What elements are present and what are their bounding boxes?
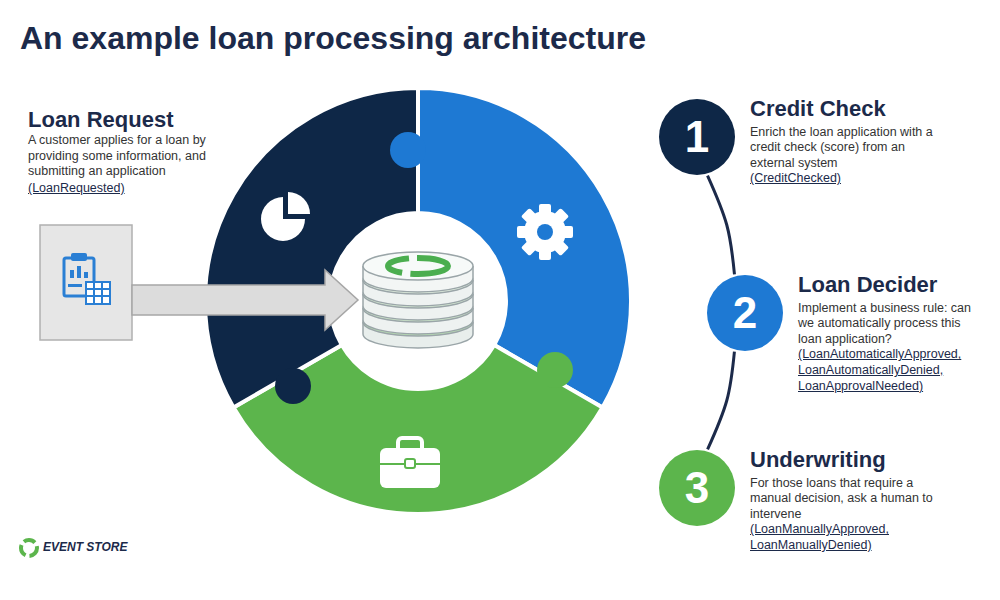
decider-segment: [418, 88, 631, 408]
event-name: (LoanAutomaticallyApproved, LoanAutomati…: [798, 347, 976, 394]
step-body: For those loans that require a manual de…: [750, 476, 935, 523]
step-circle: 3UnderwritingFor those loans that requir…: [659, 450, 735, 526]
step-body: Implement a business rule: can we automa…: [798, 301, 976, 348]
step-heading: Loan Decider: [798, 271, 976, 299]
step-caption: UnderwritingFor those loans that require…: [750, 446, 935, 554]
gear-icon: [517, 204, 573, 260]
step-number: 2: [733, 291, 757, 335]
logo-text: EVENT STORE: [43, 540, 163, 555]
step-number: 1: [685, 115, 709, 159]
event-name: (LoanManuallyApproved, LoanManuallyDenie…: [750, 522, 935, 553]
step-heading: Underwriting: [750, 446, 935, 474]
request-segment: [205, 88, 418, 408]
section-heading: Loan Request: [28, 106, 268, 134]
step-caption: Loan DeciderImplement a business rule: c…: [798, 271, 976, 394]
chart-icon: [261, 192, 310, 241]
event-name: (LoanRequested): [28, 181, 233, 197]
step-body: Enrich the loan application with a credi…: [750, 125, 950, 172]
event-name: (CreditChecked): [750, 171, 950, 187]
page-title: An example loan processing architecture: [20, 20, 646, 57]
step-caption: Credit CheckEnrich the loan application …: [750, 95, 950, 187]
step-circle: 2Loan DeciderImplement a business rule: …: [707, 275, 783, 351]
step-circle: 1Credit CheckEnrich the loan application…: [659, 99, 735, 175]
request-arrow: [132, 270, 358, 330]
briefcase-icon: [380, 438, 440, 488]
puzzle-tab: [390, 132, 426, 168]
flow-arc: [708, 352, 735, 450]
step-heading: Credit Check: [750, 95, 950, 123]
logo-mark: [21, 540, 37, 556]
section-body: A customer applies for a loan by providi…: [28, 133, 233, 180]
flow-arc: [708, 176, 735, 275]
form-box: [40, 225, 132, 340]
form-icon: [64, 253, 110, 304]
event-store-database: [363, 252, 473, 348]
underwriting-segment: [234, 345, 603, 514]
puzzle-tab: [275, 368, 311, 404]
puzzle-tab: [537, 352, 573, 388]
step-number: 3: [685, 466, 709, 510]
